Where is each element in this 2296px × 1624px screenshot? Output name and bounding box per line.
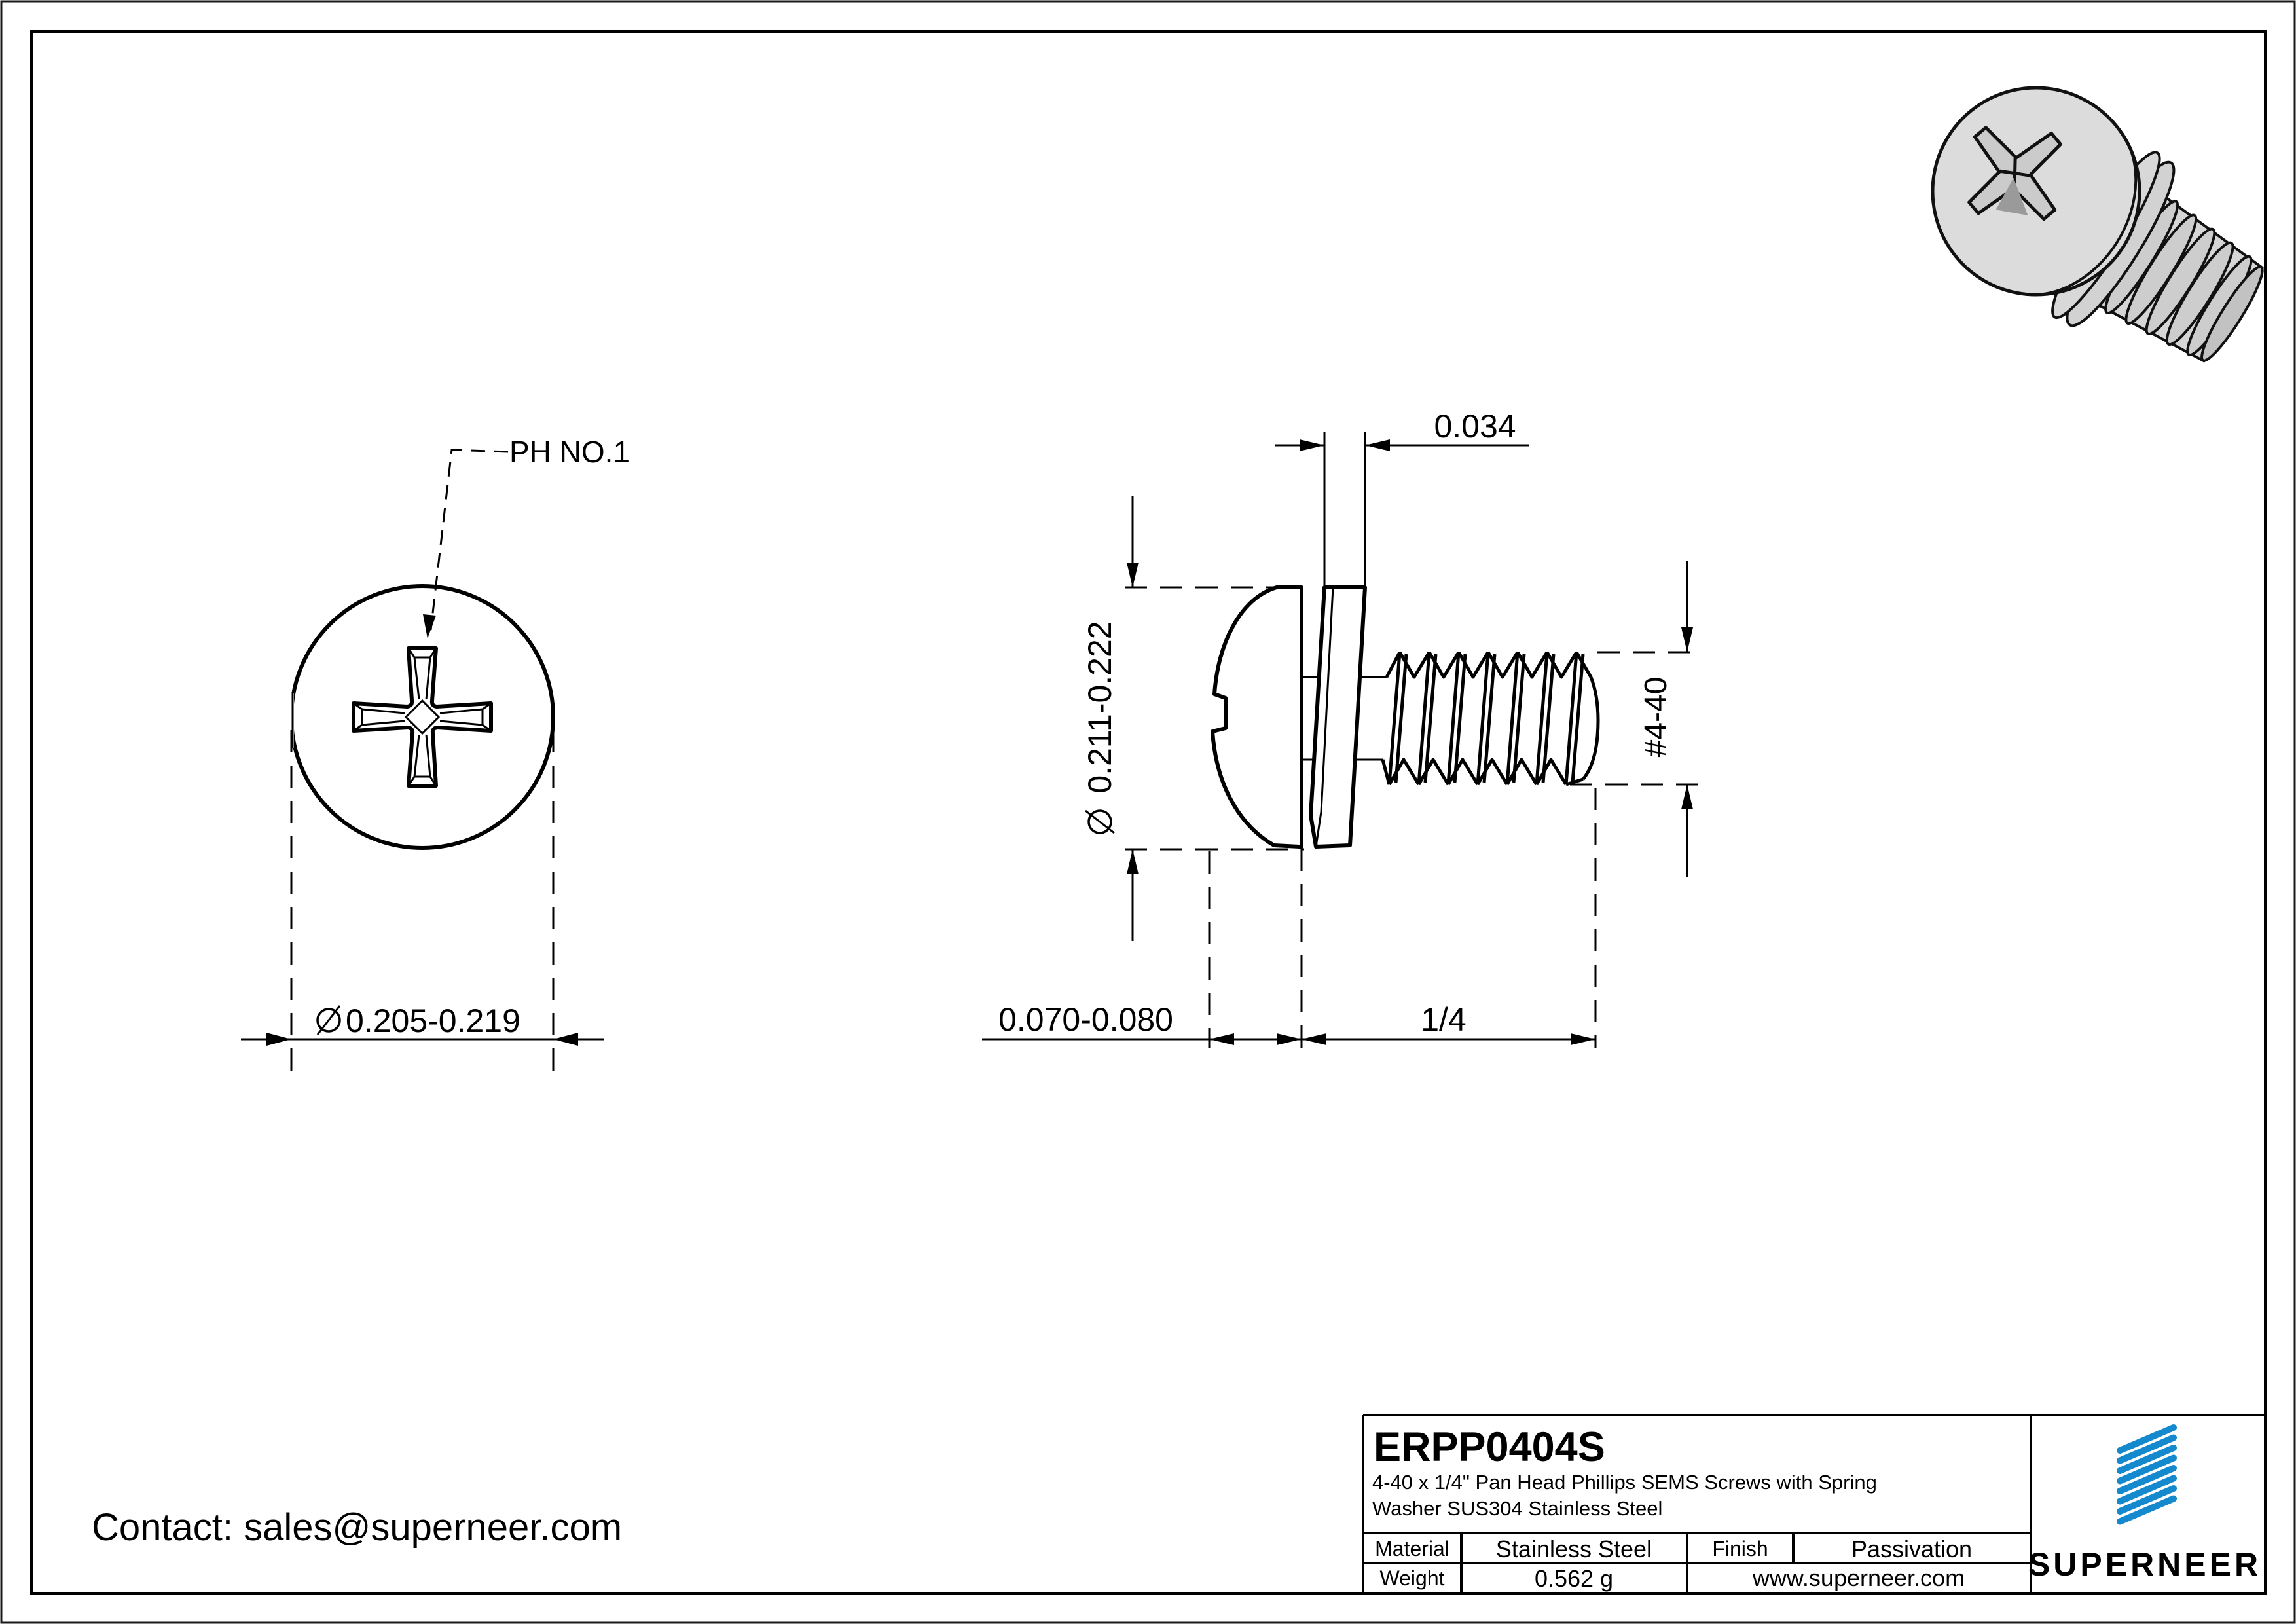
leader-arrowhead <box>423 614 436 638</box>
diameter-symbol <box>1085 809 1115 834</box>
thread-ridges <box>2104 200 2264 362</box>
brand-wordmark: SUPERNEER <box>2028 1546 2261 1583</box>
diameter-symbol <box>316 1005 341 1035</box>
top-view: PH NO.1 0.205-0.219 <box>241 435 630 1080</box>
finish-value: Passivation <box>1851 1536 1972 1562</box>
screw-3d-render <box>1931 86 2264 363</box>
thread-end-cap <box>2200 265 2264 362</box>
pan-head-3d <box>1931 86 2141 297</box>
title-block-grid <box>1362 1414 2265 1593</box>
callout-leader <box>423 449 509 638</box>
head-od-label: 0.211-0.222 <box>1082 621 1118 834</box>
inner-border <box>30 30 2267 1595</box>
website-link[interactable]: www.superneer.com <box>1752 1564 1965 1591</box>
material-label: Material <box>1375 1537 1449 1560</box>
thread-spec-label: #4-40 <box>1639 677 1673 758</box>
side-view: 0.034 0.211-0.222 <box>982 408 1699 1048</box>
washer-thickness-dimension: 0.034 <box>1275 408 1529 587</box>
washer-thickness-value: 0.034 <box>1434 408 1516 445</box>
length-value: 1/4 <box>1421 1001 1467 1038</box>
description-line1: 4-40 x 1/4" Pan Head Phillips SEMS Screw… <box>1372 1471 1877 1494</box>
logo-stripes-icon <box>2117 1424 2177 1525</box>
head-rim <box>2014 127 2138 297</box>
phillips-inner-lines <box>353 648 492 786</box>
title-block: ERPP0404S 4-40 x 1/4" Pan Head Phillips … <box>1362 1414 2265 1593</box>
spring-washer <box>1309 585 1367 849</box>
recess-shadow <box>1995 177 2028 215</box>
pan-head-profile <box>1211 585 1303 849</box>
description-line2: Washer SUS304 Stainless Steel <box>1372 1497 1662 1520</box>
head-height-value: 0.070-0.080 <box>998 1001 1173 1038</box>
contact-line: Contact: sales@superneer.com <box>92 1506 622 1549</box>
phillips-recess-3d-icon <box>1967 126 2062 221</box>
svg-text:0.211-0.222: 0.211-0.222 <box>1082 621 1118 793</box>
top-view-diameter-value: 0.205-0.219 <box>346 1003 520 1039</box>
top-view-diameter-dimension: 0.205-0.219 <box>241 730 604 1080</box>
phillips-callout-label: PH NO.1 <box>509 435 630 469</box>
head-od-dimension: 0.211-0.222 <box>1082 496 1304 941</box>
material-value: Stainless Steel <box>1496 1536 1652 1562</box>
phillips-recess-icon <box>352 646 493 788</box>
part-number: ERPP0404S <box>1374 1424 1605 1470</box>
bottom-dimensions: 0.070-0.080 1/4 <box>982 788 1597 1048</box>
thread-spec-dimension: #4-40 <box>1570 561 1699 877</box>
weight-label: Weight <box>1379 1566 1444 1590</box>
weight-value: 0.562 g <box>1535 1565 1613 1592</box>
finish-label: Finish <box>1712 1537 1768 1560</box>
thread-profile <box>1381 651 1600 786</box>
brand-logo: SUPERNEER <box>2028 1424 2261 1583</box>
